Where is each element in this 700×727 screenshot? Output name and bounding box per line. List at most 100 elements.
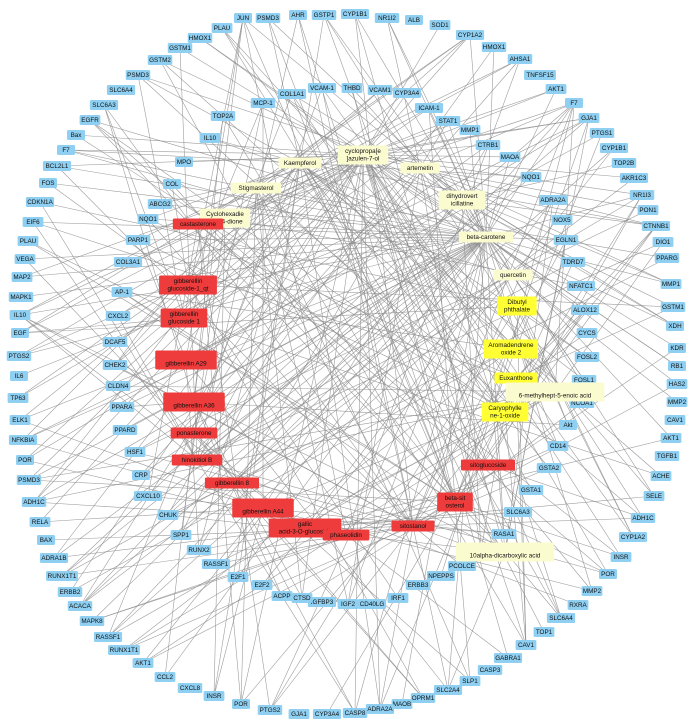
target-node[interactable]: HMOX1 xyxy=(187,33,213,43)
target-node[interactable]: NQO1 xyxy=(520,172,542,182)
compound-node[interactable]: sitostanol xyxy=(391,520,435,532)
target-node[interactable]: HAS2 xyxy=(666,379,688,389)
target-node[interactable]: KDR xyxy=(668,343,686,353)
target-node[interactable]: PON1 xyxy=(637,205,659,215)
target-node[interactable]: NR1I2 xyxy=(374,13,400,23)
compound-node[interactable]: castasterone xyxy=(172,218,224,230)
target-node[interactable]: CAV1 xyxy=(664,415,686,425)
target-node[interactable]: TOP2B xyxy=(611,158,637,168)
target-node[interactable]: MMP2 xyxy=(666,397,688,407)
target-node[interactable]: POR xyxy=(599,569,617,579)
target-node[interactable]: PARP1 xyxy=(125,235,151,245)
target-node[interactable]: RB1 xyxy=(668,361,686,371)
target-node[interactable]: CYP3A4 xyxy=(392,88,422,98)
target-node[interactable]: SOD1 xyxy=(429,20,451,30)
target-node[interactable]: DCAF5 xyxy=(102,337,128,347)
target-node[interactable]: CTNNB1 xyxy=(641,221,671,231)
target-node[interactable]: MAP2 xyxy=(11,272,33,282)
target-node[interactable]: CYP1A2 xyxy=(455,30,485,40)
target-node[interactable]: TOP1 xyxy=(533,627,555,637)
target-node[interactable]: CYP3A4 xyxy=(312,709,342,719)
compound-node[interactable]: Kaempferol xyxy=(278,157,322,169)
target-node[interactable]: EGFR xyxy=(79,115,101,125)
target-node[interactable]: FOSL2 xyxy=(574,352,600,362)
target-node[interactable]: STAT1 xyxy=(435,116,461,126)
target-node[interactable]: CXCL10 xyxy=(133,491,163,501)
target-node[interactable]: THBD xyxy=(341,83,363,93)
target-node[interactable]: GSTM2 xyxy=(147,55,173,65)
compound-node[interactable]: sitoglucoside xyxy=(460,459,516,471)
target-node[interactable]: ADRA2A xyxy=(538,195,568,205)
target-node[interactable]: MAOA xyxy=(499,152,521,162)
target-node[interactable]: CTRB1 xyxy=(475,140,501,150)
target-node[interactable]: ADRA2A xyxy=(365,704,395,714)
target-node[interactable]: ABCG2 xyxy=(147,199,173,209)
target-node[interactable]: ADRA1B xyxy=(39,553,69,563)
target-node[interactable]: ELK1 xyxy=(9,415,31,425)
target-node[interactable]: E2F2 xyxy=(251,580,273,590)
target-node[interactable]: NQO1 xyxy=(137,214,159,224)
target-node[interactable]: MMP1 xyxy=(660,279,682,289)
compound-node[interactable]: artemetin xyxy=(400,162,440,174)
target-node[interactable]: NR1I3 xyxy=(629,190,655,200)
target-node[interactable]: EGLN1 xyxy=(553,235,579,245)
compound-node[interactable]: phaseolidin xyxy=(322,529,370,541)
target-node[interactable]: MAPK8 xyxy=(79,616,105,626)
target-node[interactable]: VCAM1 xyxy=(367,85,393,95)
target-node[interactable]: F7 xyxy=(565,98,583,108)
target-node[interactable]: ICAM-1 xyxy=(414,103,444,113)
target-node[interactable]: COL3A1 xyxy=(113,257,143,267)
target-node[interactable]: TOP2A xyxy=(210,111,236,121)
target-node[interactable]: BCL2L1 xyxy=(42,161,72,171)
target-node[interactable]: ALOX12 xyxy=(570,305,600,315)
target-node[interactable]: RUNX1T1 xyxy=(46,571,78,581)
target-node[interactable]: IL10 xyxy=(199,133,221,143)
compound-node[interactable]: hinokitiol B xyxy=(171,454,223,466)
target-node[interactable]: COL1A1 xyxy=(277,89,307,99)
target-node[interactable]: CASP8 xyxy=(342,708,368,718)
target-node[interactable]: TDRD7 xyxy=(560,257,586,267)
target-node[interactable]: E2F1 xyxy=(227,572,249,582)
target-node[interactable]: PSMD3 xyxy=(125,70,151,80)
target-node[interactable]: GABRA1 xyxy=(493,653,523,663)
target-node[interactable]: CCL2 xyxy=(154,672,176,682)
target-node[interactable]: Akt xyxy=(559,420,577,430)
target-node[interactable]: IRF1 xyxy=(387,593,409,603)
target-node[interactable]: INSR xyxy=(203,691,225,701)
target-node[interactable]: TP63 xyxy=(7,393,29,403)
target-node[interactable]: PSMD3 xyxy=(16,475,42,485)
target-node[interactable]: TGFB1 xyxy=(654,451,680,461)
target-node[interactable]: FOS xyxy=(39,178,57,188)
target-node[interactable]: SLC6A3 xyxy=(89,100,119,110)
target-node[interactable]: GJA1 xyxy=(578,113,600,123)
target-node[interactable]: RASSF1 xyxy=(93,632,123,642)
target-node[interactable]: BAX xyxy=(37,535,55,545)
target-node[interactable]: CTSD xyxy=(291,593,313,603)
target-node[interactable]: NPEPPS xyxy=(426,571,456,581)
target-node[interactable]: JUN xyxy=(234,13,252,23)
target-node[interactable]: SLC2A4 xyxy=(433,685,463,695)
target-node[interactable]: CD14 xyxy=(547,441,569,451)
target-node[interactable]: MCP-1 xyxy=(250,98,276,108)
compound-node[interactable]: ponasterone xyxy=(170,427,218,439)
compound-node[interactable]: Euxanthone xyxy=(494,372,538,384)
target-node[interactable]: XDH xyxy=(666,321,684,331)
target-node[interactable]: PTGS2 xyxy=(6,351,32,361)
target-node[interactable]: IGF2 xyxy=(337,599,359,609)
target-node[interactable]: AHSA1 xyxy=(507,54,533,64)
target-node[interactable]: ALB xyxy=(405,15,423,25)
target-node[interactable]: RELA xyxy=(29,517,51,527)
target-node[interactable]: CYCS xyxy=(576,328,598,338)
target-node[interactable]: SPP1 xyxy=(170,530,192,540)
target-node[interactable]: ADH1C xyxy=(630,513,656,523)
target-node[interactable]: EIF6 xyxy=(22,217,44,227)
target-node[interactable]: MMP2 xyxy=(581,586,603,596)
target-node[interactable]: CLDN4 xyxy=(105,381,131,391)
target-node[interactable]: CYP1B1 xyxy=(599,143,629,153)
target-node[interactable]: RASA1 xyxy=(491,529,517,539)
